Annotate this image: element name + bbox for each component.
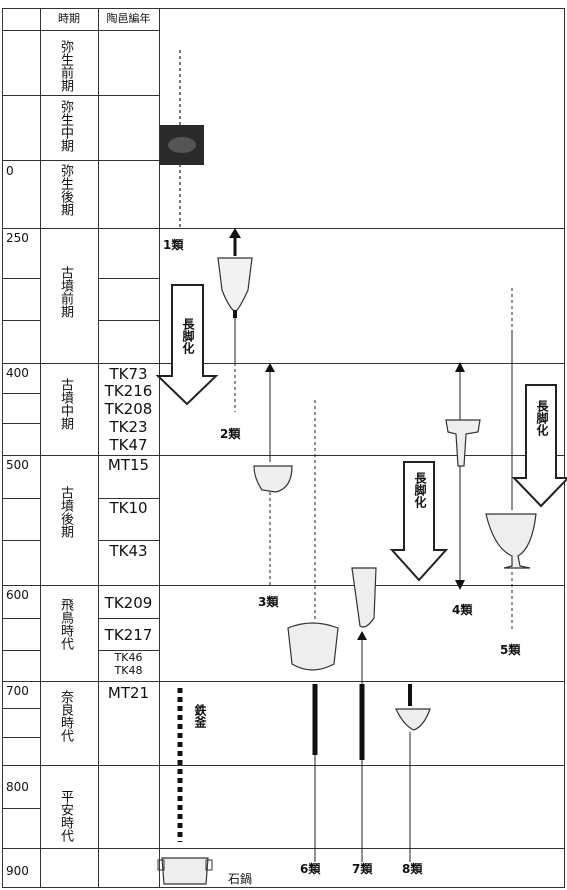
year-400: 400 (6, 366, 29, 380)
long-leg-label-3: 長脚化 (535, 400, 549, 436)
type6-vessel (287, 622, 339, 671)
stone-pot-handle-right (205, 859, 213, 871)
row-line-i (2, 618, 40, 619)
phase-tk208: TK208 (104, 400, 153, 418)
long-leg-arrow-2 (389, 461, 449, 582)
iron-pot-label: 鉄釜 (193, 704, 207, 728)
period-heian: 平安時代 (58, 790, 73, 842)
period-kofun-middle: 古墳中期 (58, 378, 73, 430)
long-leg-arrow-1 (155, 284, 219, 406)
period-nara: 奈良時代 (58, 690, 73, 742)
phase-tk216: TK216 (104, 382, 153, 400)
row-line-e (2, 393, 40, 394)
year-500: 500 (6, 458, 29, 472)
type8-vessel (395, 708, 431, 731)
era-line-700 (2, 681, 565, 682)
long-leg-label-1: 長脚化 (181, 318, 195, 354)
type2-label: 2類 (220, 427, 241, 441)
long-leg-label-2: 長脚化 (413, 472, 427, 508)
period-yayoi-early: 弥生前期 (58, 40, 73, 92)
row-line-c (2, 278, 40, 279)
era-line-250 (2, 228, 565, 229)
type7-arrow-head (357, 631, 367, 640)
type6-label: 6類 (300, 862, 321, 876)
row-line-j2 (98, 650, 159, 651)
row-line-d2 (98, 320, 159, 321)
row-line-m (2, 808, 40, 809)
era-line-400 (2, 363, 565, 364)
phase-mt21: MT21 (107, 684, 150, 702)
row-line-h2 (98, 540, 159, 541)
row-line-j (2, 650, 40, 651)
type1-photo-highlight (168, 137, 196, 153)
header-line (2, 30, 159, 31)
type4-arrow-bottom (455, 580, 465, 590)
stone-pot-icon (161, 857, 209, 885)
row-line-a (2, 95, 159, 96)
type4-label: 4類 (452, 603, 473, 617)
grid-frame (2, 8, 565, 888)
year-0: 0 (6, 164, 14, 178)
header-phase: 陶邑編年 (106, 12, 151, 25)
era-line-600 (2, 585, 565, 586)
col-divider-1 (40, 8, 41, 888)
stone-pot-label: 石鍋 (228, 872, 253, 886)
phase-tk73: TK73 (109, 365, 148, 383)
year-800: 800 (6, 780, 29, 794)
phase-tk217: TK217 (104, 626, 153, 644)
phase-tk46: TK46 (114, 651, 143, 664)
stone-pot-handle-left (157, 859, 165, 871)
row-line-l (2, 737, 40, 738)
type4-arrow-top (455, 362, 465, 372)
col-divider-2 (98, 8, 99, 888)
row-line-c2 (98, 278, 159, 279)
era-line-500 (2, 455, 565, 456)
phase-tk48: TK48 (114, 664, 143, 677)
type8-label: 8類 (402, 862, 423, 876)
phase-tk209: TK209 (104, 594, 153, 612)
type3-vessel (253, 465, 293, 493)
era-line-900 (2, 848, 565, 849)
phase-tk47: TK47 (109, 436, 148, 454)
row-line-b (2, 160, 159, 161)
header-period: 時期 (58, 12, 80, 25)
row-line-g2 (98, 498, 159, 499)
year-600: 600 (6, 588, 29, 602)
row-line-i2 (98, 618, 159, 619)
type5-vessel (485, 513, 537, 569)
row-line-d (2, 320, 40, 321)
type5-label: 5類 (500, 643, 521, 657)
type7-label: 7類 (352, 862, 373, 876)
type3-arrow-head (265, 363, 275, 372)
type7-vessel (351, 567, 377, 628)
phase-tk43: TK43 (109, 542, 148, 560)
long-leg-arrow-3 (511, 384, 567, 508)
period-kofun-late: 古墳後期 (58, 486, 73, 538)
type4-vessel (445, 419, 481, 467)
era-line-800 (2, 765, 565, 766)
type1-label: 1類 (163, 238, 184, 252)
type3-label: 3類 (258, 595, 279, 609)
phase-tk23: TK23 (109, 418, 148, 436)
year-900: 900 (6, 864, 29, 878)
row-line-g (2, 498, 40, 499)
row-line-f (2, 423, 40, 424)
row-line-k (2, 708, 40, 709)
row-line-h (2, 540, 40, 541)
period-kofun-early: 古墳前期 (58, 266, 73, 318)
period-yayoi-middle: 弥生中期 (58, 100, 73, 152)
col-divider-3 (159, 8, 160, 888)
year-700: 700 (6, 684, 29, 698)
period-yayoi-late: 弥生後期 (58, 164, 73, 216)
type2-arrow-head (229, 228, 241, 238)
year-250: 250 (6, 231, 29, 245)
type2-vessel (217, 257, 253, 313)
phase-tk10: TK10 (109, 499, 148, 517)
type2-stem (233, 310, 237, 318)
phase-mt15: MT15 (107, 456, 150, 474)
period-asuka: 飛鳥時代 (58, 598, 73, 650)
